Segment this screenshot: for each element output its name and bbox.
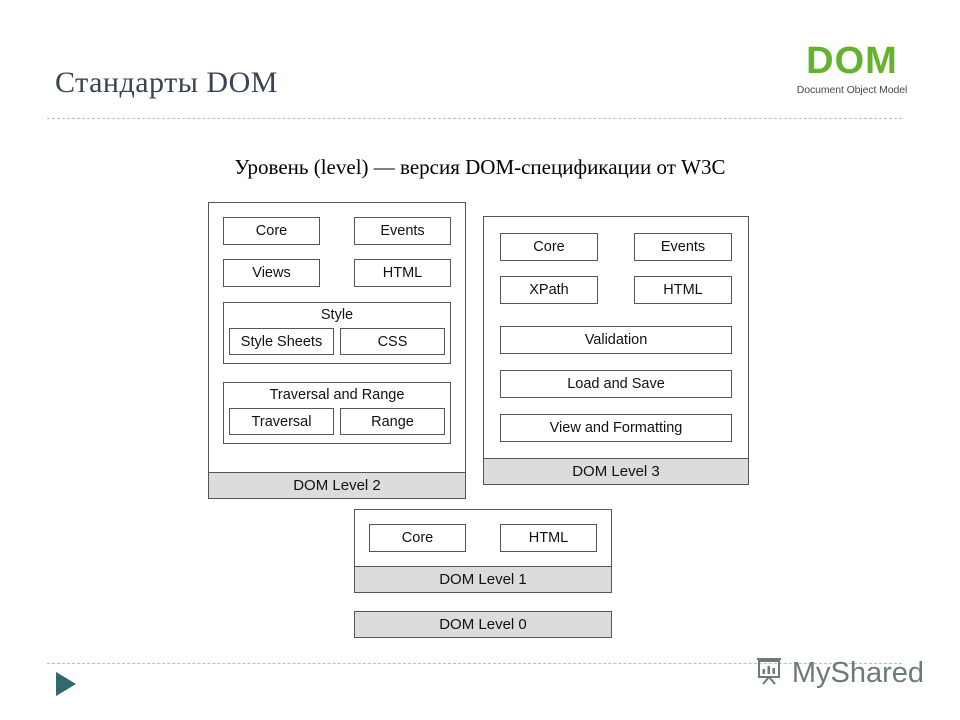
slide-subtitle: Уровень (level) — версия DOM-спецификаци…	[234, 155, 726, 179]
level2-row-2: Views HTML	[223, 259, 451, 287]
dom-level-2-bar[interactable]: DOM Level 2	[208, 472, 466, 499]
dom-level-3-block: Core Events XPath HTML Validation Load a…	[483, 216, 749, 485]
footer-divider	[47, 663, 902, 664]
dom-level-0-bar[interactable]: DOM Level 0	[354, 611, 612, 638]
level3-row-2: XPath HTML	[500, 276, 732, 304]
module-range[interactable]: Range	[340, 408, 445, 435]
module-validation[interactable]: Validation	[500, 326, 732, 354]
group-style: Style Style Sheets CSS	[223, 302, 451, 364]
module-views[interactable]: Views	[223, 259, 320, 287]
dom-level-1-bar[interactable]: DOM Level 1	[354, 566, 612, 593]
dom-level-3-body: Core Events XPath HTML Validation Load a…	[483, 216, 749, 458]
module-core[interactable]: Core	[223, 217, 320, 245]
module-style-sheets[interactable]: Style Sheets	[229, 328, 334, 355]
module-core[interactable]: Core	[369, 524, 466, 552]
dom-level-2-block: Core Events Views HTML Style Style Sheet…	[208, 202, 466, 499]
module-html[interactable]: HTML	[500, 524, 597, 552]
dom-level-2-body: Core Events Views HTML Style Style Sheet…	[208, 202, 466, 472]
module-load-and-save[interactable]: Load and Save	[500, 370, 732, 398]
module-xpath[interactable]: XPath	[500, 276, 598, 304]
group-traversal-items: Traversal Range	[229, 408, 445, 435]
module-html[interactable]: HTML	[354, 259, 451, 287]
group-traversal-and-range: Traversal and Range Traversal Range	[223, 382, 451, 444]
group-traversal-title: Traversal and Range	[269, 387, 405, 403]
dom-level-1-block: Core HTML DOM Level 1	[354, 509, 612, 593]
dom-level-1-body: Core HTML	[354, 509, 612, 566]
module-html[interactable]: HTML	[634, 276, 732, 304]
level1-row-1: Core HTML	[369, 524, 597, 552]
module-view-and-formatting[interactable]: View and Formatting	[500, 414, 732, 442]
page-title: Стандарты DOM	[55, 66, 278, 99]
module-events[interactable]: Events	[634, 233, 732, 261]
dom-logo: DOM Document Object Model	[782, 42, 922, 96]
level2-row-1: Core Events	[223, 217, 451, 245]
dom-level-0-block: DOM Level 0	[354, 611, 612, 638]
level3-row-1: Core Events	[500, 233, 732, 261]
next-triangle-icon[interactable]	[56, 672, 76, 696]
group-style-title: Style	[320, 307, 354, 323]
header-divider	[47, 118, 902, 119]
module-events[interactable]: Events	[354, 217, 451, 245]
module-css[interactable]: CSS	[340, 328, 445, 355]
presentation-easel-icon	[754, 655, 786, 692]
dom-logo-wordmark: DOM	[806, 40, 898, 82]
group-style-items: Style Sheets CSS	[229, 328, 445, 355]
module-traversal[interactable]: Traversal	[229, 408, 334, 435]
myshared-watermark: MyShared	[754, 655, 924, 692]
myshared-label: MyShared	[791, 657, 924, 689]
module-core[interactable]: Core	[500, 233, 598, 261]
dom-level-3-bar[interactable]: DOM Level 3	[483, 458, 749, 485]
dom-logo-subtitle: Document Object Model	[796, 84, 908, 96]
